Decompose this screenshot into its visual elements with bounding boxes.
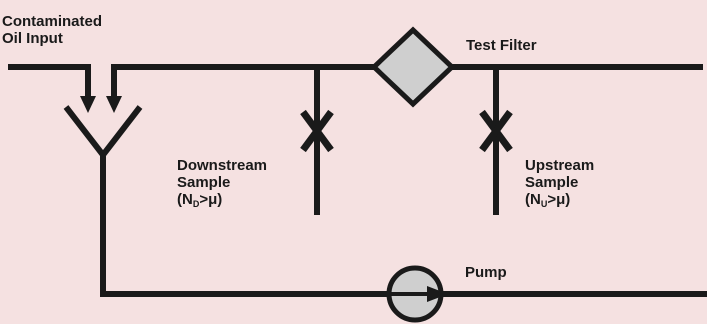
pump-circle-icon: [386, 265, 448, 323]
test-filter-label: Test Filter: [466, 37, 537, 54]
upstream-formula-open: (N: [525, 191, 541, 208]
upstream-formula: (NU>μ): [525, 191, 594, 209]
pump-loop-line: [100, 152, 707, 297]
input-feed-line: [8, 64, 91, 100]
downstream-label-line2: Sample: [177, 174, 231, 191]
upstream-label-line1: Upstream: [525, 157, 595, 174]
upstream-label: Upstream Sample (NU>μ): [525, 157, 595, 209]
arrow-down-icon: [106, 96, 122, 113]
input-label-line2: Oil Input: [2, 30, 63, 47]
arrow-down-icon: [80, 96, 96, 113]
input-label: Contaminated Oil Input: [2, 13, 102, 47]
downstream-formula-open: (N: [177, 191, 193, 208]
upstream-valve-icon[interactable]: [479, 109, 513, 153]
downstream-label: Downstream Sample (ND>μ): [177, 157, 268, 209]
mixing-funnel: [63, 105, 143, 160]
downstream-valve-icon[interactable]: [300, 109, 334, 153]
downstream-formula: (ND>μ): [177, 191, 267, 209]
downstream-label-line1: Downstream: [177, 157, 268, 174]
upstream-formula-sub: U: [540, 199, 548, 209]
diamond-filter-icon: [370, 26, 456, 108]
downstream-formula-close: >μ): [199, 191, 223, 208]
upstream-label-line2: Sample: [525, 174, 579, 191]
pump-label: Pump: [465, 264, 507, 281]
input-label-line1: Contaminated: [2, 13, 103, 30]
return-line: [111, 64, 703, 100]
downstream-formula-sub: D: [192, 199, 200, 209]
upstream-formula-close: >μ): [547, 191, 571, 208]
